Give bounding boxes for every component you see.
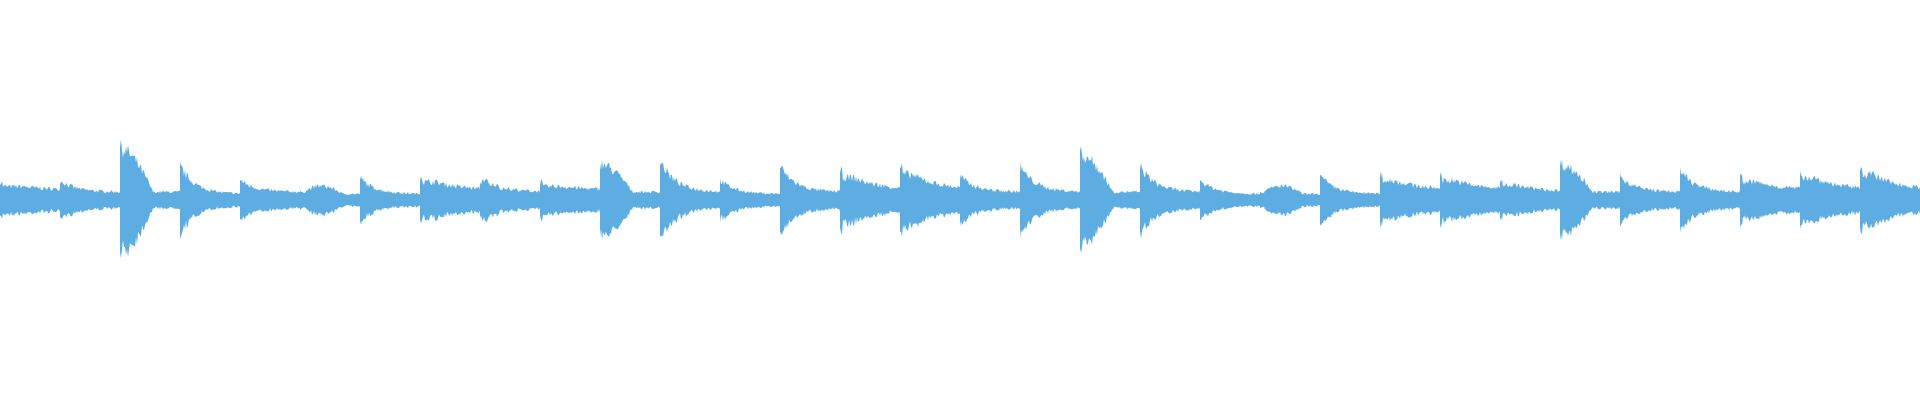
waveform-segment (480, 178, 540, 222)
waveform-segment (240, 179, 300, 221)
waveform-segment (1260, 184, 1320, 217)
waveform-segment (1680, 167, 1740, 234)
waveform-segment (1020, 161, 1080, 240)
waveform-segment (0, 181, 60, 219)
waveform-segment (1320, 174, 1380, 226)
waveform-segment (1080, 146, 1140, 253)
waveform-segment (1380, 170, 1440, 230)
waveform-segment (720, 177, 780, 223)
waveform-segment (60, 181, 120, 220)
waveform-segment (540, 179, 600, 222)
waveform-segment (1800, 170, 1860, 229)
waveform-segment (360, 175, 420, 225)
waveform-segment (180, 161, 240, 240)
waveform-segment (1740, 173, 1800, 229)
waveform-segment (840, 166, 900, 235)
waveform-segment (660, 162, 720, 237)
waveform-segment (1200, 179, 1260, 221)
waveform-segment (1860, 167, 1920, 234)
waveform-segment (1140, 162, 1200, 239)
waveform-segment (1620, 173, 1680, 228)
waveform-segment (300, 184, 360, 217)
waveform-segment (960, 174, 1020, 227)
waveform-segment (120, 139, 180, 259)
waveform-segment (1500, 179, 1560, 221)
waveform-segment (1560, 159, 1620, 241)
waveform-segment (780, 165, 840, 235)
waveform-segment (600, 159, 660, 241)
waveform-segment (900, 162, 960, 237)
waveform-segment (420, 176, 480, 224)
waveform-segment (1440, 171, 1500, 229)
